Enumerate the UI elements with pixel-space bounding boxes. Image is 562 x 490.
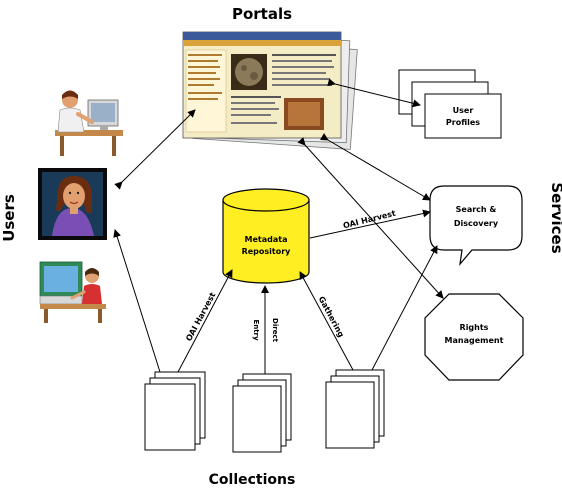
connectors <box>113 78 444 374</box>
collection-stack-left <box>144 371 206 451</box>
search-discovery-label-line1: Search & <box>456 205 497 214</box>
arrow-repository-search <box>309 209 431 239</box>
rights-management-octagon <box>424 293 524 381</box>
portal-screens <box>182 31 358 150</box>
edge-label-direct-entry-line2: Entry <box>252 319 260 341</box>
arrow-collection-users <box>113 229 161 373</box>
repository-label-line1: Metadata <box>245 235 288 244</box>
collection-stack-middle <box>232 373 292 453</box>
rights-management-label-line1: Rights <box>460 323 489 332</box>
search-discovery-label-line2: Discovery <box>454 219 499 228</box>
arrow-collection-right-search <box>371 245 438 371</box>
user-profiles-label-line2: Profiles <box>446 118 480 127</box>
rights-management-label-line2: Management <box>445 336 504 345</box>
portal-browser-window <box>182 31 342 139</box>
services-label: Services <box>548 182 562 253</box>
collections-label: Collections <box>209 472 296 488</box>
arrow-portals-rights <box>297 137 444 299</box>
users-label: Users <box>0 194 18 242</box>
arrow-portals-user-profiles <box>327 78 421 108</box>
arrow-collection-right-repository <box>299 271 354 371</box>
arrow-portals-search <box>319 133 431 201</box>
collection-stack-right <box>325 369 385 449</box>
user-person-at-computer <box>50 80 125 160</box>
user-profiles-label-line1: User <box>453 106 474 115</box>
user-profiles-documents <box>398 69 502 139</box>
arrow-collection-left-repository <box>177 269 233 373</box>
portals-label: Portals <box>232 5 292 23</box>
repository-label-line2: Repository <box>242 247 292 256</box>
user-person-with-computer <box>38 258 110 324</box>
user-woman-portrait <box>38 168 107 240</box>
edge-label-oai-harvest-services: OAI Harvest <box>342 209 397 231</box>
edge-label-direct-entry-line1: Direct <box>271 318 279 343</box>
arrow-users-portals <box>114 109 196 190</box>
edge-label-gathering: Gathering <box>317 295 346 339</box>
edge-label-oai-harvest-collections: OAI Harvest <box>184 291 217 343</box>
